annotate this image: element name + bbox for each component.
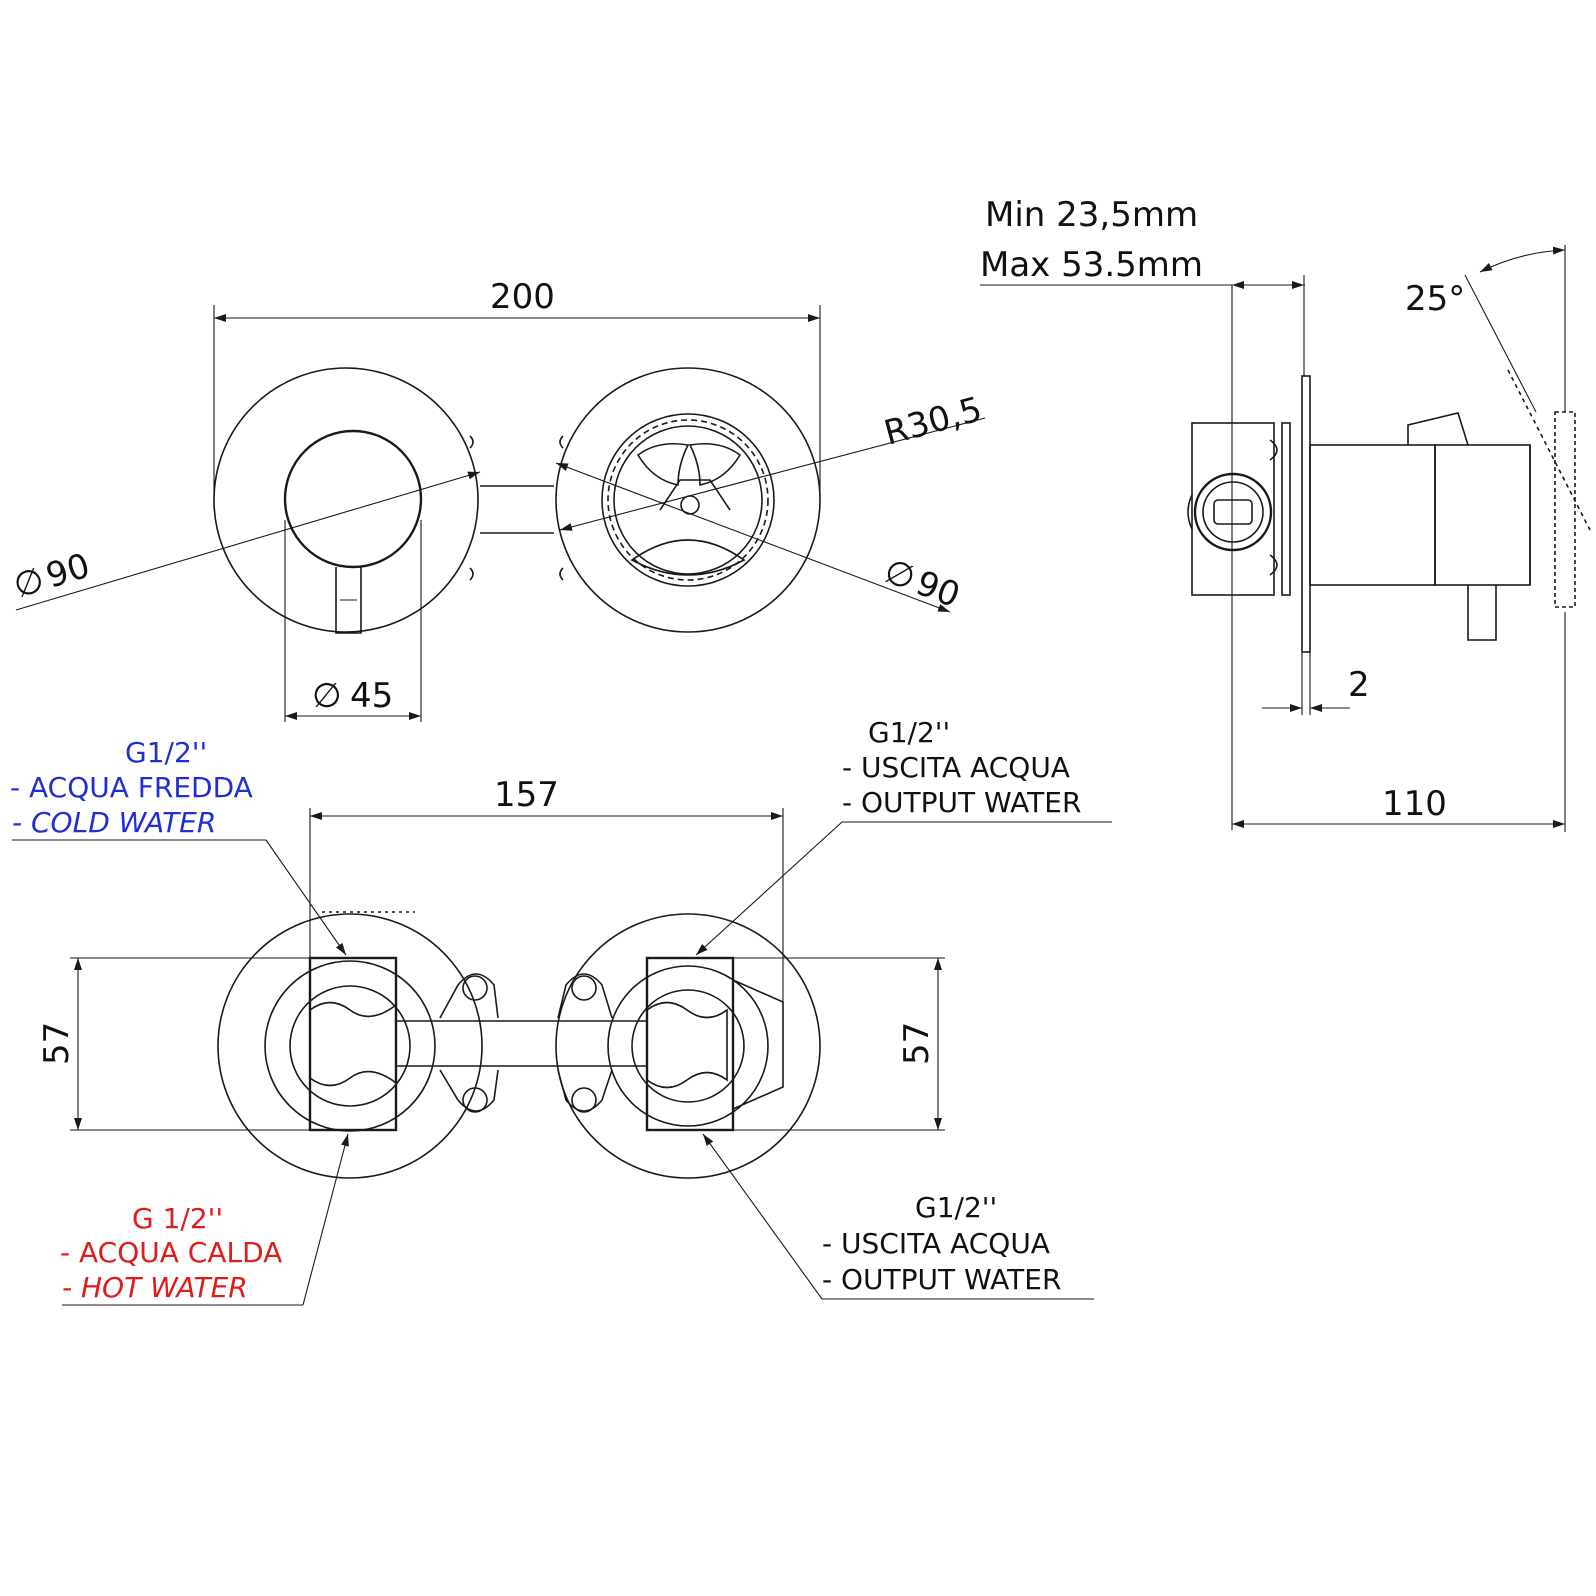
svg-text:- HOT WATER: - HOT WATER bbox=[62, 1271, 248, 1304]
side-wheel bbox=[1507, 369, 1591, 608]
svg-text:- OUTPUT WATER: - OUTPUT WATER bbox=[822, 1263, 1061, 1296]
min-depth-label: Min 23,5mm bbox=[985, 195, 1198, 235]
angle-label: 25° bbox=[1405, 279, 1465, 319]
lever-knob bbox=[283, 429, 423, 569]
right-escutcheon bbox=[555, 367, 821, 633]
svg-text:G1/2'': G1/2'' bbox=[915, 1191, 997, 1224]
svg-text:G 1/2'': G 1/2'' bbox=[132, 1202, 223, 1235]
wall-plate bbox=[1301, 375, 1311, 653]
svg-text:∅: ∅ bbox=[312, 676, 342, 716]
radius-label: R30,5 bbox=[880, 389, 986, 453]
callout-hot-water: G 1/2'' - ACQUA CALDA - HOT WATER bbox=[60, 1133, 349, 1306]
spacing-157-label: 157 bbox=[494, 775, 559, 815]
svg-text:G1/2'': G1/2'' bbox=[868, 716, 950, 749]
rear-left-escutcheon bbox=[217, 913, 483, 1179]
svg-text:45: 45 bbox=[350, 676, 393, 716]
svg-text:- ACQUA CALDA: - ACQUA CALDA bbox=[60, 1236, 282, 1269]
side-lever bbox=[1467, 585, 1497, 641]
wheel-handle bbox=[607, 419, 769, 581]
rear-right-escutcheon bbox=[555, 913, 821, 1179]
front-dimensions: 200 ∅ 90 R30,5 ∅ 90 ∅ 45 bbox=[9, 277, 986, 722]
svg-text:- ACQUA FREDDA: - ACQUA FREDDA bbox=[10, 771, 253, 804]
side-view bbox=[1187, 369, 1591, 653]
depth-110-label: 110 bbox=[1382, 784, 1447, 824]
rear-view bbox=[217, 911, 821, 1179]
svg-text:90: 90 bbox=[911, 563, 966, 616]
width-200-label: 200 bbox=[490, 277, 555, 317]
right-diameter-label: ∅ 90 bbox=[879, 551, 965, 616]
callout-output-bottom: G1/2'' - USCITA ACQUA - OUTPUT WATER bbox=[702, 1133, 1094, 1300]
svg-text:- USCITA ACQUA: - USCITA ACQUA bbox=[822, 1227, 1050, 1260]
svg-text:∅: ∅ bbox=[9, 560, 49, 607]
svg-text:- COLD WATER: - COLD WATER bbox=[12, 806, 216, 839]
rear-left-body bbox=[308, 956, 398, 1132]
mounting-bracket-right bbox=[557, 973, 613, 1113]
inlet-fitting bbox=[1193, 472, 1273, 552]
rear-dimensions: 157 57 57 bbox=[37, 775, 945, 1131]
left-escutcheon bbox=[213, 367, 479, 633]
max-depth-label: Max 53.5mm bbox=[980, 245, 1203, 285]
lever-diameter-label: ∅ 45 bbox=[312, 676, 393, 716]
left-height-label: 57 bbox=[37, 1022, 77, 1065]
svg-text:- USCITA ACQUA: - USCITA ACQUA bbox=[842, 751, 1070, 784]
wheel-spoke bbox=[636, 442, 690, 486]
right-height-label: 57 bbox=[897, 1022, 937, 1065]
rear-connecting-pipe bbox=[396, 1020, 647, 1067]
left-diameter-label: ∅ 90 bbox=[9, 546, 95, 607]
svg-text:- OUTPUT WATER: - OUTPUT WATER bbox=[842, 786, 1081, 819]
callout-output-top: G1/2'' - USCITA ACQUA - OUTPUT WATER bbox=[695, 716, 1112, 956]
lever-stem bbox=[335, 567, 362, 634]
valve-cartridge bbox=[1309, 444, 1436, 586]
side-dimensions: Min 23,5mm Max 53.5mm 25° 2 110 bbox=[980, 195, 1566, 832]
callout-cold-water: G1/2'' - ACQUA FREDDA - COLD WATER bbox=[10, 736, 347, 956]
valve-body bbox=[1191, 422, 1275, 596]
rear-right-body bbox=[645, 956, 735, 1132]
front-view bbox=[213, 367, 821, 634]
mounting-bracket-left bbox=[439, 973, 499, 1113]
svg-text:G1/2'': G1/2'' bbox=[125, 736, 207, 769]
plate-thickness-label: 2 bbox=[1348, 665, 1370, 705]
